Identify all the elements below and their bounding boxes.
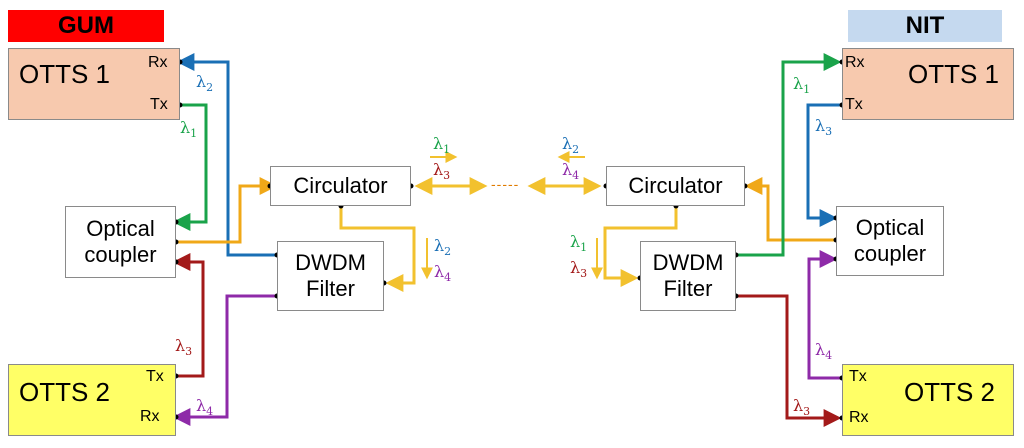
path-left-purple <box>172 294 277 426</box>
lambda-left-filter-4: λ4 <box>434 262 452 285</box>
lambda-left-purple: λ4 <box>196 396 214 419</box>
left-otts1-rx: Rx <box>148 54 168 71</box>
left-coupler-line2: coupler <box>84 242 157 267</box>
lambda-right-green: λ1 <box>793 74 811 97</box>
left-circulator-label: Circulator <box>293 173 388 198</box>
right-otts2-box: OTTS 2 <box>842 364 1014 436</box>
path-right-blue <box>806 103 842 227</box>
left-otts2-box: OTTS 2 <box>8 364 176 436</box>
path-right-purple <box>807 250 842 380</box>
path-left-blue <box>176 53 277 257</box>
lambda-center-4: λ4 <box>562 160 580 183</box>
right-optical-coupler: Optical coupler <box>836 206 944 276</box>
right-circulator-label: Circulator <box>628 173 723 198</box>
right-otts1-rx: Rx <box>845 54 865 71</box>
left-otts1-box: OTTS 1 <box>8 48 180 120</box>
lambda-right-blue: λ3 <box>815 116 833 139</box>
lambda-left-filter-2: λ2 <box>434 236 452 259</box>
lambda-right-red: λ3 <box>793 396 811 419</box>
lambda-right-filter-3: λ3 <box>570 258 588 281</box>
left-otts1-tx: Tx <box>150 96 168 113</box>
path-right-orange <box>744 177 835 242</box>
right-otts2-title: OTTS 2 <box>903 377 995 407</box>
lambda-left-blue: λ2 <box>196 72 214 95</box>
link-gap: ----- <box>491 176 520 192</box>
left-otts2-tx: Tx <box>146 368 164 385</box>
path-right-red <box>736 294 842 427</box>
right-otts1-tx: Tx <box>845 96 863 113</box>
right-dwdm-line2: Filter <box>663 276 713 301</box>
left-coupler-line1: Optical <box>86 216 155 241</box>
lambda-center-3: λ3 <box>433 160 451 183</box>
right-otts2-rx: Rx <box>849 409 869 426</box>
lambda-left-red: λ3 <box>175 336 193 359</box>
lambda-center-2: λ2 <box>562 134 580 157</box>
right-dwdm-line1: DWDM <box>652 250 724 275</box>
left-circulator: Circulator <box>270 166 411 206</box>
left-dwdm-filter: DWDM Filter <box>277 241 384 311</box>
left-otts2-rx: Rx <box>140 408 160 425</box>
nit-label: NIT <box>848 10 1002 42</box>
path-right-yellow <box>603 206 678 287</box>
path-right-green <box>736 53 842 257</box>
right-otts1-box: OTTS 1 <box>842 48 1014 120</box>
right-circulator: Circulator <box>606 166 745 206</box>
lambda-center-1: λ1 <box>433 134 451 157</box>
lambda-right-purple: λ4 <box>815 340 833 363</box>
right-otts2-tx: Tx <box>849 368 867 385</box>
left-otts1-title: OTTS 1 <box>19 59 111 89</box>
left-optical-coupler: Optical coupler <box>65 206 176 278</box>
left-otts2-title: OTTS 2 <box>19 377 111 407</box>
left-dwdm-line1: DWDM <box>295 250 366 275</box>
lambda-right-filter-1: λ1 <box>570 232 588 255</box>
path-left-yellow <box>339 206 416 292</box>
right-otts1-title: OTTS 1 <box>907 59 999 89</box>
right-coupler-line2: coupler <box>853 241 927 266</box>
left-dwdm-line2: Filter <box>306 276 355 301</box>
right-dwdm-filter: DWDM Filter <box>640 241 736 311</box>
right-coupler-line1: Optical <box>855 215 925 240</box>
path-left-red <box>172 253 205 378</box>
path-left-green <box>172 103 208 231</box>
path-left-orange <box>176 177 278 244</box>
gum-label: GUM <box>8 10 164 42</box>
lambda-left-green: λ1 <box>180 118 198 141</box>
